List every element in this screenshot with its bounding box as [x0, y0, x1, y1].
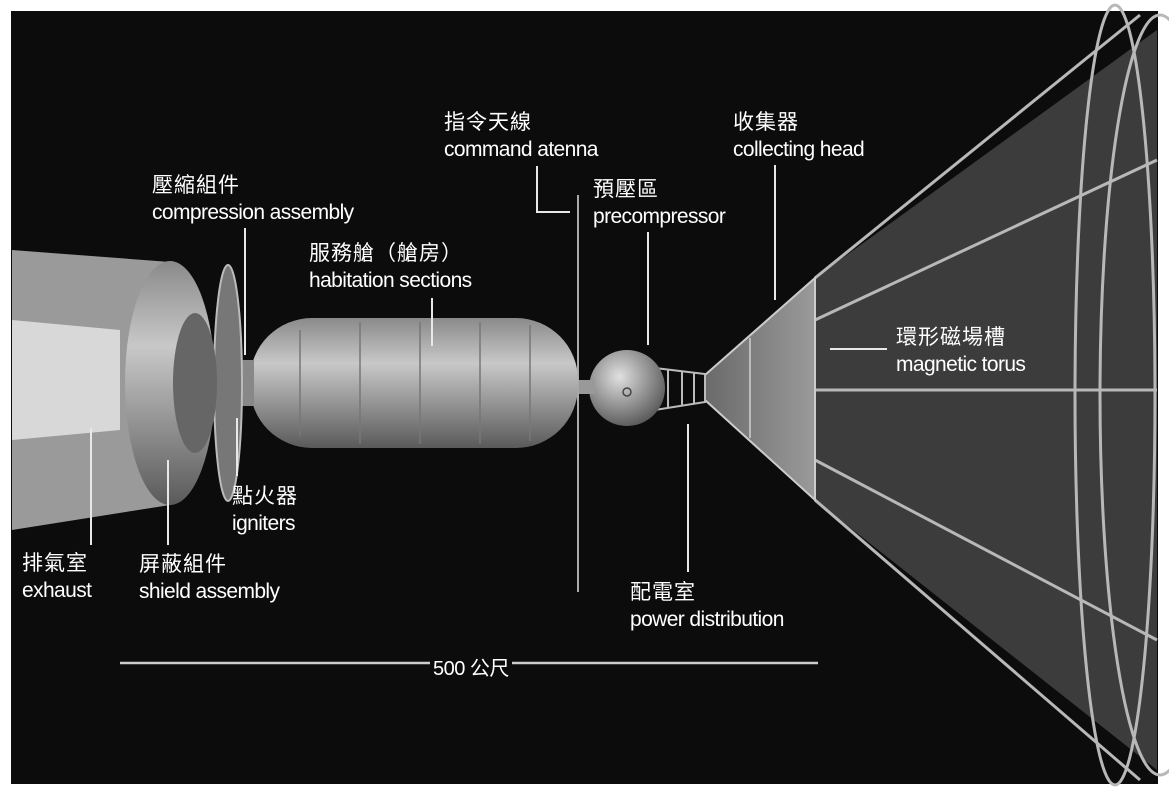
label-command-antenna: 指令天線 command atenna: [444, 111, 598, 161]
label-exhaust: 排氣室 exhaust: [22, 552, 92, 602]
scale-bar-label: 500 公尺: [430, 652, 512, 681]
label-power-distribution: 配電室 power distribution: [630, 581, 784, 631]
label-precompressor: 預壓區 precompressor: [593, 178, 726, 228]
label-igniters: 點火器 igniters: [232, 485, 298, 535]
label-collecting-head: 收集器 collecting head: [733, 111, 865, 161]
label-magnetic-torus: 環形磁場槽 magnetic torus: [896, 326, 1026, 376]
leader-lines: [90, 165, 887, 572]
label-habitation-sections: 服務艙（艙房） habitation sections: [309, 242, 472, 292]
label-shield-assembly: 屏蔽組件 shield assembly: [139, 553, 280, 603]
habitation-capsule: [250, 318, 578, 448]
label-compression-assembly: 壓縮組件 compression assembly: [152, 174, 354, 224]
magnetic-torus-cone: [814, 3, 1169, 787]
